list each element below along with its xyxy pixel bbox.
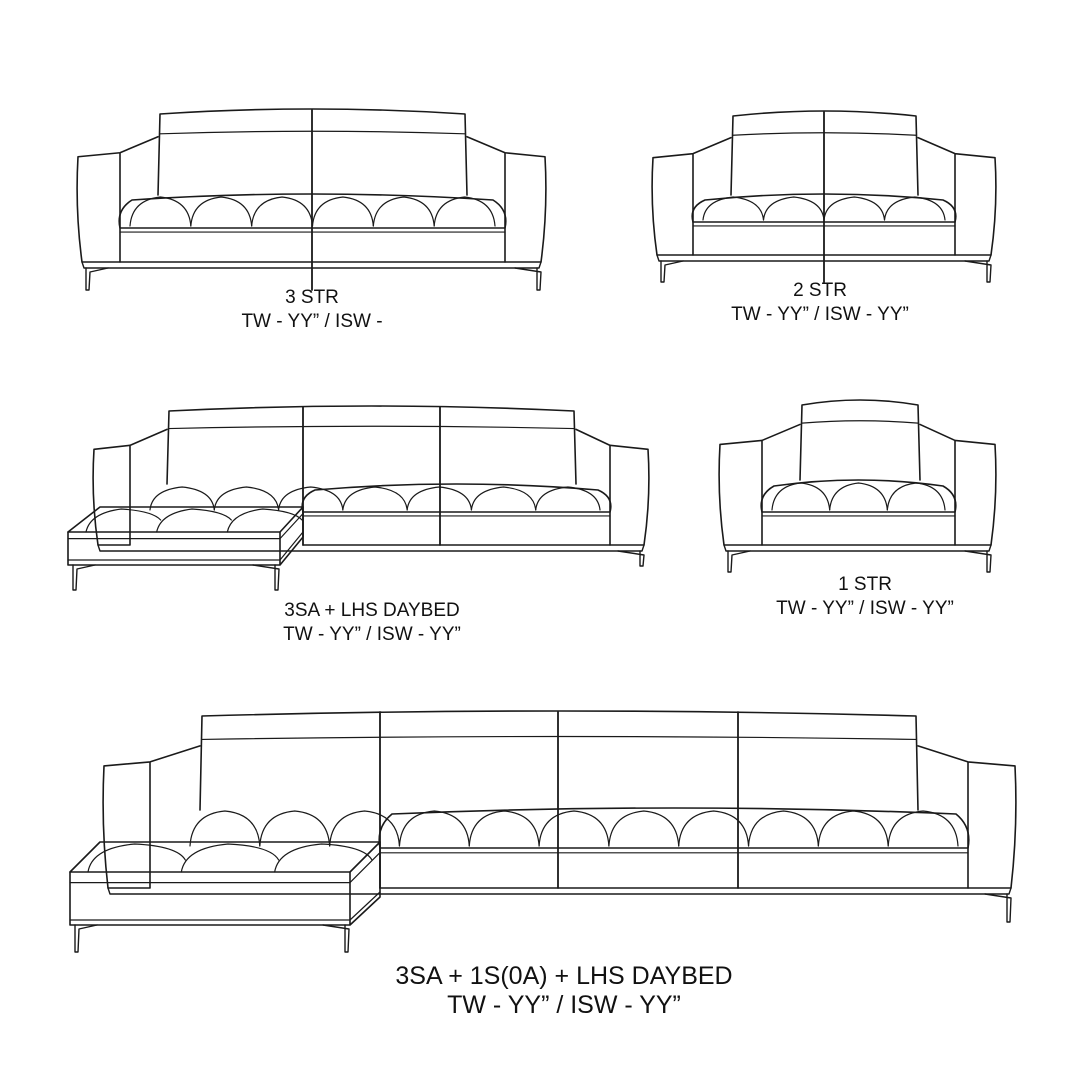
sofa-dims: TW - YY” / ISW - (241, 311, 383, 332)
seat-cushion (301, 483, 612, 513)
sofa-leg (964, 550, 992, 573)
sofa-3sa-lhs-daybed (67, 405, 650, 591)
seat-tuft (398, 810, 470, 847)
seat-tuft (311, 196, 374, 227)
seat-tuft (189, 810, 261, 847)
sofa-leg (660, 260, 684, 283)
seat-tuft (538, 810, 610, 847)
chaise-leg (252, 564, 280, 591)
left-arm (102, 745, 201, 889)
sofa-leg (617, 550, 645, 567)
base-frame (97, 544, 645, 552)
sofa-name: 3SA + LHS DAYBED (284, 600, 460, 621)
seat-tuft (433, 196, 496, 227)
seat-tuft (829, 482, 888, 511)
chaise-tuft (85, 508, 162, 533)
base-frame (723, 544, 992, 552)
seat-tuft (129, 196, 192, 227)
seat-cushion (691, 193, 957, 223)
sofa-3sa-1s-lhs-daybed (69, 710, 1017, 953)
sofa-name: 3SA + 1S(0A) + LHS DAYBED (395, 962, 733, 990)
right-arm (917, 745, 1017, 889)
left-arm (651, 136, 732, 256)
backrest (157, 108, 468, 196)
chaise-base (69, 891, 381, 921)
headrest-seam (168, 425, 575, 430)
seat-cushion (378, 807, 970, 849)
chaise-tuft (87, 843, 186, 873)
backrest (166, 405, 577, 485)
right-arm (575, 428, 650, 546)
sofa-dims: TW - YY” / ISW - YY” (447, 991, 681, 1019)
sofa-leg (514, 267, 542, 291)
seat-tuft (372, 196, 435, 227)
seat-tuft (468, 810, 540, 847)
seat-tuft (817, 810, 889, 847)
chaise-tuft (156, 508, 232, 533)
seat-tuft (213, 486, 280, 511)
backrest (799, 399, 921, 481)
chaise-tuft (274, 843, 373, 873)
sofa-dims: TW - YY” / ISW - YY” (776, 598, 954, 619)
sofa-dims: TW - YY” / ISW - YY” (731, 304, 909, 325)
sofa-leg (984, 893, 1012, 923)
seat-tuft (702, 196, 765, 221)
seat-tuft (823, 196, 886, 221)
sofa-dims: TW - YY” / ISW - YY” (283, 624, 461, 645)
seat-tuft (342, 486, 408, 511)
seat-tuft (259, 810, 331, 847)
chaise-body (67, 506, 304, 566)
sofa-leg (727, 550, 751, 573)
sofa-1-str (718, 399, 997, 573)
seat-tuft (149, 486, 215, 511)
chaise-leg (322, 924, 350, 953)
seat-tuft (887, 810, 959, 847)
sofa-name: 3 STR (285, 287, 339, 308)
seat-tuft (678, 810, 750, 847)
seat-tuft (190, 196, 253, 227)
sofa-label-3-str: 3 STR TW - YY” / ISW - (241, 286, 382, 334)
chaise-body (69, 841, 381, 926)
seat-tuft (608, 810, 680, 847)
right-arm (917, 136, 997, 256)
sofa-label-2-str: 2 STR TW - YY” / ISW - YY” (731, 279, 909, 327)
seat-tuft (883, 196, 946, 221)
backrest (199, 710, 919, 811)
chaise-tuft (180, 843, 280, 873)
chaise-top (67, 506, 304, 533)
left-arm (92, 428, 168, 546)
chaise-seam (67, 513, 304, 540)
seat-tuft (886, 482, 946, 511)
sofa-3-str (76, 108, 547, 291)
seat-tuft (535, 486, 601, 511)
chaise-leg (72, 564, 96, 591)
seat-cushion (760, 479, 957, 513)
chaise-seam (69, 852, 381, 884)
sofa-label-3sa-1s-lhs-daybed: 3SA + 1S(0A) + LHS DAYBED TW - YY” / ISW… (395, 962, 732, 1020)
sofa-leg (85, 267, 109, 291)
seat-tuft (470, 486, 537, 511)
sofa-name: 1 STR (838, 574, 892, 595)
sofa-name: 2 STR (793, 280, 847, 301)
headrest-seam (201, 735, 917, 741)
seat-tuft (771, 482, 831, 511)
sofa-leg (964, 260, 992, 283)
seat-tuft (762, 196, 825, 221)
chaise-leg (74, 924, 98, 953)
base-frame (107, 887, 1012, 895)
sofa-label-1-str: 1 STR TW - YY” / ISW - YY” (776, 573, 954, 621)
seat-cushion (118, 193, 507, 229)
sofa-label-3sa-lhs-daybed: 3SA + LHS DAYBED TW - YY” / ISW - YY” (283, 599, 461, 647)
seat-tuft (277, 486, 344, 511)
seat-tuft (329, 810, 401, 847)
chaise-tuft (226, 508, 303, 533)
seat-tuft (747, 810, 819, 847)
seat-tuft (251, 196, 314, 227)
chaise-base (67, 531, 304, 561)
backrest (730, 110, 919, 196)
sofa-2-str (651, 110, 997, 283)
headrest-seam (801, 420, 919, 424)
